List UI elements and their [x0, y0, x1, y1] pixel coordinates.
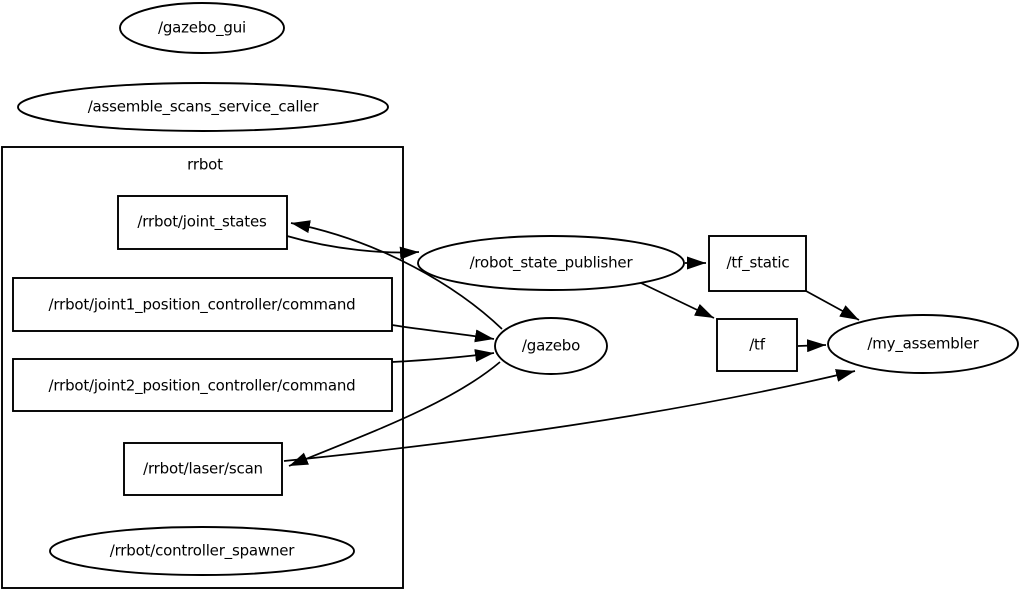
- node-label-assemble-scans-service-caller: /assemble_scans_service_caller: [87, 97, 319, 116]
- topic-label-joint2-command: /rrbot/joint2_position_controller/comman…: [48, 376, 356, 395]
- topic-shape-joint-states: [117, 195, 288, 250]
- node-shape-gazebo: [494, 317, 608, 375]
- topic-shape-joint2-command: [12, 358, 393, 412]
- topic-shape-joint1-command: [12, 277, 393, 332]
- edge-joint2-command-to-gazebo: [391, 349, 495, 363]
- node-shape-robot-state-publisher: [417, 235, 685, 291]
- node-shape-gazebo-gui: [119, 2, 285, 54]
- node-shape-my-assembler: [827, 314, 1019, 374]
- node-label-my-assembler: /my_assembler: [867, 334, 979, 353]
- edge-joint1-command-to-gazebo: [391, 324, 495, 343]
- edge-tf-to-my-assembler: [797, 339, 827, 353]
- cluster-label-rrbot: rrbot: [187, 155, 223, 174]
- topic-label-tf: /tf: [749, 335, 765, 354]
- node-label-gazebo-gui: /gazebo_gui: [157, 18, 247, 37]
- edge-gazebo-to-laser-scan: [288, 361, 501, 467]
- topic-shape-tf: [716, 318, 798, 372]
- topic-label-laser-scan: /rrbot/laser/scan: [143, 459, 263, 478]
- edge-robot-state-publisher-to-tf: [640, 282, 715, 319]
- node-label-robot-state-publisher: /robot_state_publisher: [469, 253, 633, 272]
- edge-laser-scan-to-my-assembler: [283, 369, 856, 462]
- node-label-gazebo: /gazebo: [521, 336, 581, 355]
- topic-label-joint1-command: /rrbot/joint1_position_controller/comman…: [48, 295, 356, 314]
- node-shape-assemble-scans-service-caller: [17, 82, 389, 132]
- topic-label-tf-static: /tf_static: [726, 253, 790, 272]
- node-label-controller-spawner: /rrbot/controller_spawner: [109, 541, 295, 560]
- node-shape-controller-spawner: [49, 526, 355, 576]
- topic-shape-tf-static: [708, 235, 807, 292]
- topic-shape-laser-scan: [123, 442, 283, 496]
- edge-joint-states-to-robot-state-publisher: [286, 235, 420, 260]
- edge-tf-static-to-my-assembler: [805, 290, 860, 321]
- edge-gazebo-to-joint-states: [290, 220, 503, 330]
- topic-label-joint-states: /rrbot/joint_states: [137, 212, 267, 231]
